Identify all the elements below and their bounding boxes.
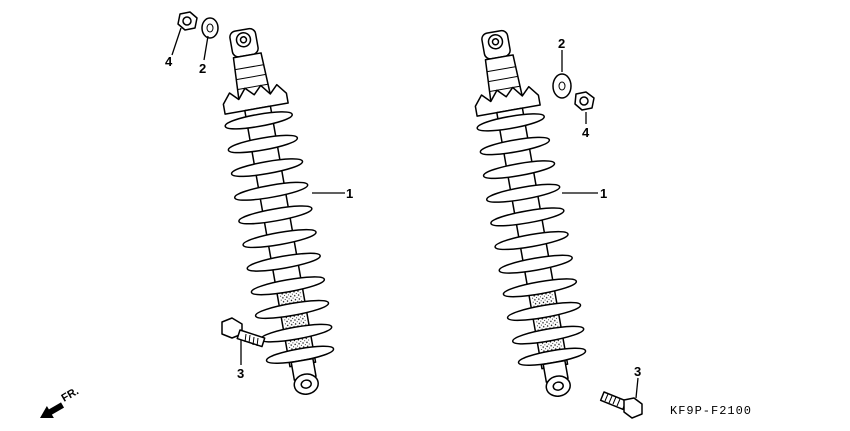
callout-washer-right: 2 (558, 36, 565, 51)
washer-left (201, 17, 219, 39)
leaders-left (171, 27, 345, 365)
callout-washer-left: 2 (199, 61, 206, 76)
leaders-right (561, 50, 639, 399)
bolt-right (599, 391, 643, 419)
callout-shock-right: 1 (600, 186, 607, 201)
callout-bolt-left: 3 (237, 366, 244, 381)
shock-absorber-right (474, 29, 587, 397)
front-arrow-icon (40, 402, 65, 419)
diagram-code: KF9P-F2100 (670, 404, 752, 418)
shock-absorber-left (222, 27, 335, 395)
bolt-left (221, 317, 266, 348)
callout-nut-left: 4 (165, 54, 173, 69)
nut-left (177, 11, 198, 31)
washer-right (552, 73, 572, 99)
callout-nut-right: 4 (582, 125, 590, 140)
callout-shock-left: 1 (346, 186, 353, 201)
nut-right (574, 91, 595, 111)
callout-bolt-right: 3 (634, 364, 641, 379)
direction-label: FR. (60, 385, 81, 404)
